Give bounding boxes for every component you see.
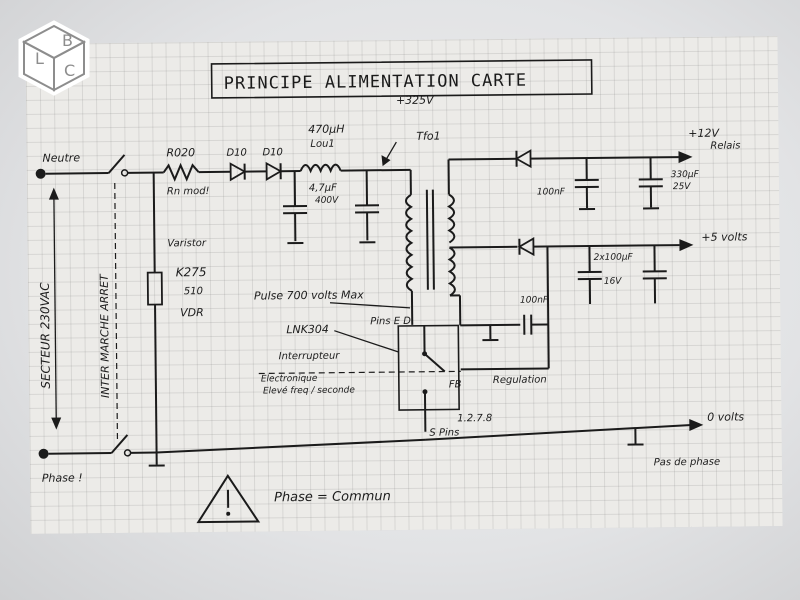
- switch-top-contact: [120, 169, 129, 177]
- warning-dot: [226, 511, 231, 516]
- bottom-rail-3: [425, 423, 692, 441]
- warning-icon: [196, 473, 261, 524]
- inductor-icon: [299, 163, 342, 174]
- diode-2-icon: [265, 161, 283, 181]
- pins-label: Pins E D: [370, 316, 411, 327]
- secteur-arrow-line: [53, 193, 57, 424]
- lnk-dashed-line: [258, 370, 461, 375]
- regulation-label: Regulation: [493, 374, 547, 386]
- transformer-secondary-2-icon: [447, 246, 456, 297]
- s-pins-label: S Pins: [429, 427, 459, 438]
- zero-volts-label: 0 volts: [707, 410, 744, 423]
- diagram-title: PRINCIPE ALIMENTATION CARTE: [224, 71, 528, 94]
- cap1-voltage-label: 400V: [315, 196, 339, 206]
- varistor-icon: [146, 271, 163, 306]
- voltage-arrow-icon: [381, 155, 391, 167]
- varistor-lead-top: [152, 172, 156, 273]
- out-12v-wire: [530, 156, 679, 160]
- eleve-label: Elevé freq / seconde: [263, 384, 356, 396]
- top-rail-5: [340, 168, 411, 172]
- zero-volts-arrow-icon: [689, 418, 704, 431]
- secteur-arrow-up-icon: [48, 187, 59, 200]
- lnk-label: LNK304: [286, 323, 329, 336]
- varistor-lead-bottom: [154, 304, 158, 453]
- diode-12v-icon: [514, 149, 532, 169]
- phase-label: Phase !: [42, 471, 83, 484]
- cap-12-a-label: 100nF: [537, 187, 566, 197]
- out-12v-label: +12V: [688, 127, 720, 140]
- secteur-arrow-down-icon: [51, 417, 62, 430]
- varistor-ref-label: K275: [176, 265, 207, 279]
- transfo-label: Tfo1: [416, 130, 440, 143]
- pulse-pointer: [329, 302, 411, 309]
- d1-label: D10: [226, 148, 247, 159]
- sec2-wire: [449, 245, 518, 249]
- inductor-sub-label: Lou1: [310, 139, 335, 150]
- feedback-wire: [460, 367, 549, 371]
- cap-12-c-label: 25V: [673, 182, 692, 192]
- r-note-label: Rn mod!: [167, 186, 210, 197]
- vdr-label: VDR: [180, 306, 204, 319]
- switch-bottom-blade: [110, 434, 129, 454]
- neutre-label: Neutre: [42, 151, 80, 164]
- secteur-label: SECTEUR 230VAC: [38, 282, 53, 389]
- interrupteur-label: Interrupteur: [279, 351, 341, 363]
- transformer-core-a: [425, 189, 429, 290]
- varistor-label: Varistor: [167, 238, 207, 249]
- lnk304-box: [397, 324, 460, 411]
- lnk-switch-blade: [423, 352, 446, 373]
- out-5v-arrow-icon: [679, 239, 694, 252]
- pas-de-phase-label: Pas de phase: [654, 457, 721, 469]
- lnk-pointer: [334, 330, 399, 353]
- phase-wire: [48, 452, 112, 455]
- switch-top-blade: [107, 154, 126, 174]
- feedback-rail: [546, 246, 550, 369]
- out-5v-label: +5 volts: [701, 230, 747, 243]
- lbc-logo-icon: L B C: [18, 20, 90, 96]
- switch-bottom-contact: [123, 449, 132, 457]
- pulse-label: Pulse 700 volts Max: [254, 288, 364, 302]
- fb-label: FB: [449, 379, 462, 390]
- bottom-rail-2: [156, 438, 426, 454]
- neutre-wire: [45, 172, 109, 175]
- cap1-value-label: 4,7µF: [309, 183, 337, 194]
- cap-12-b-label: 330µF: [671, 170, 700, 180]
- phase-commun-label: Phase = Commun: [274, 489, 391, 505]
- sec1-wire: [448, 157, 517, 161]
- transformer-primary-icon: [404, 194, 414, 292]
- varistor-num-label: 510: [184, 286, 203, 297]
- logo-letter-c: C: [64, 61, 75, 80]
- d2-label: D10: [262, 147, 283, 158]
- electronique-label: Electronique: [261, 374, 318, 385]
- relais-label: Relais: [710, 140, 740, 151]
- diode-5v-icon: [517, 237, 535, 257]
- resistor-r020: [162, 162, 200, 182]
- pins-bottom-label: 1.2.7.8: [457, 413, 492, 424]
- transformer-secondary-1-icon: [447, 193, 456, 244]
- cap-5-a-label: 2x100µF: [594, 253, 634, 263]
- neutre-terminal: [35, 168, 46, 179]
- cap-5-b-label: 16V: [604, 277, 623, 287]
- diode-1-icon: [229, 162, 247, 182]
- title-box: [210, 59, 593, 99]
- out-5v-wire: [533, 244, 680, 248]
- inter-label: INTER MARCHE ARRET: [98, 273, 112, 398]
- r020-label: R020: [166, 146, 195, 159]
- transformer-core-b: [431, 189, 435, 290]
- logo-letter-l: L: [35, 49, 44, 68]
- inductor-label: 470µH: [308, 123, 344, 136]
- out-12v-arrow-icon: [678, 151, 693, 164]
- phase-terminal: [38, 448, 49, 459]
- logo-letter-b: B: [62, 31, 73, 50]
- switch-link-dashed: [114, 182, 119, 443]
- cap-5-c-label: 100nF: [520, 295, 549, 305]
- voltage-top-label: +325V: [396, 94, 435, 107]
